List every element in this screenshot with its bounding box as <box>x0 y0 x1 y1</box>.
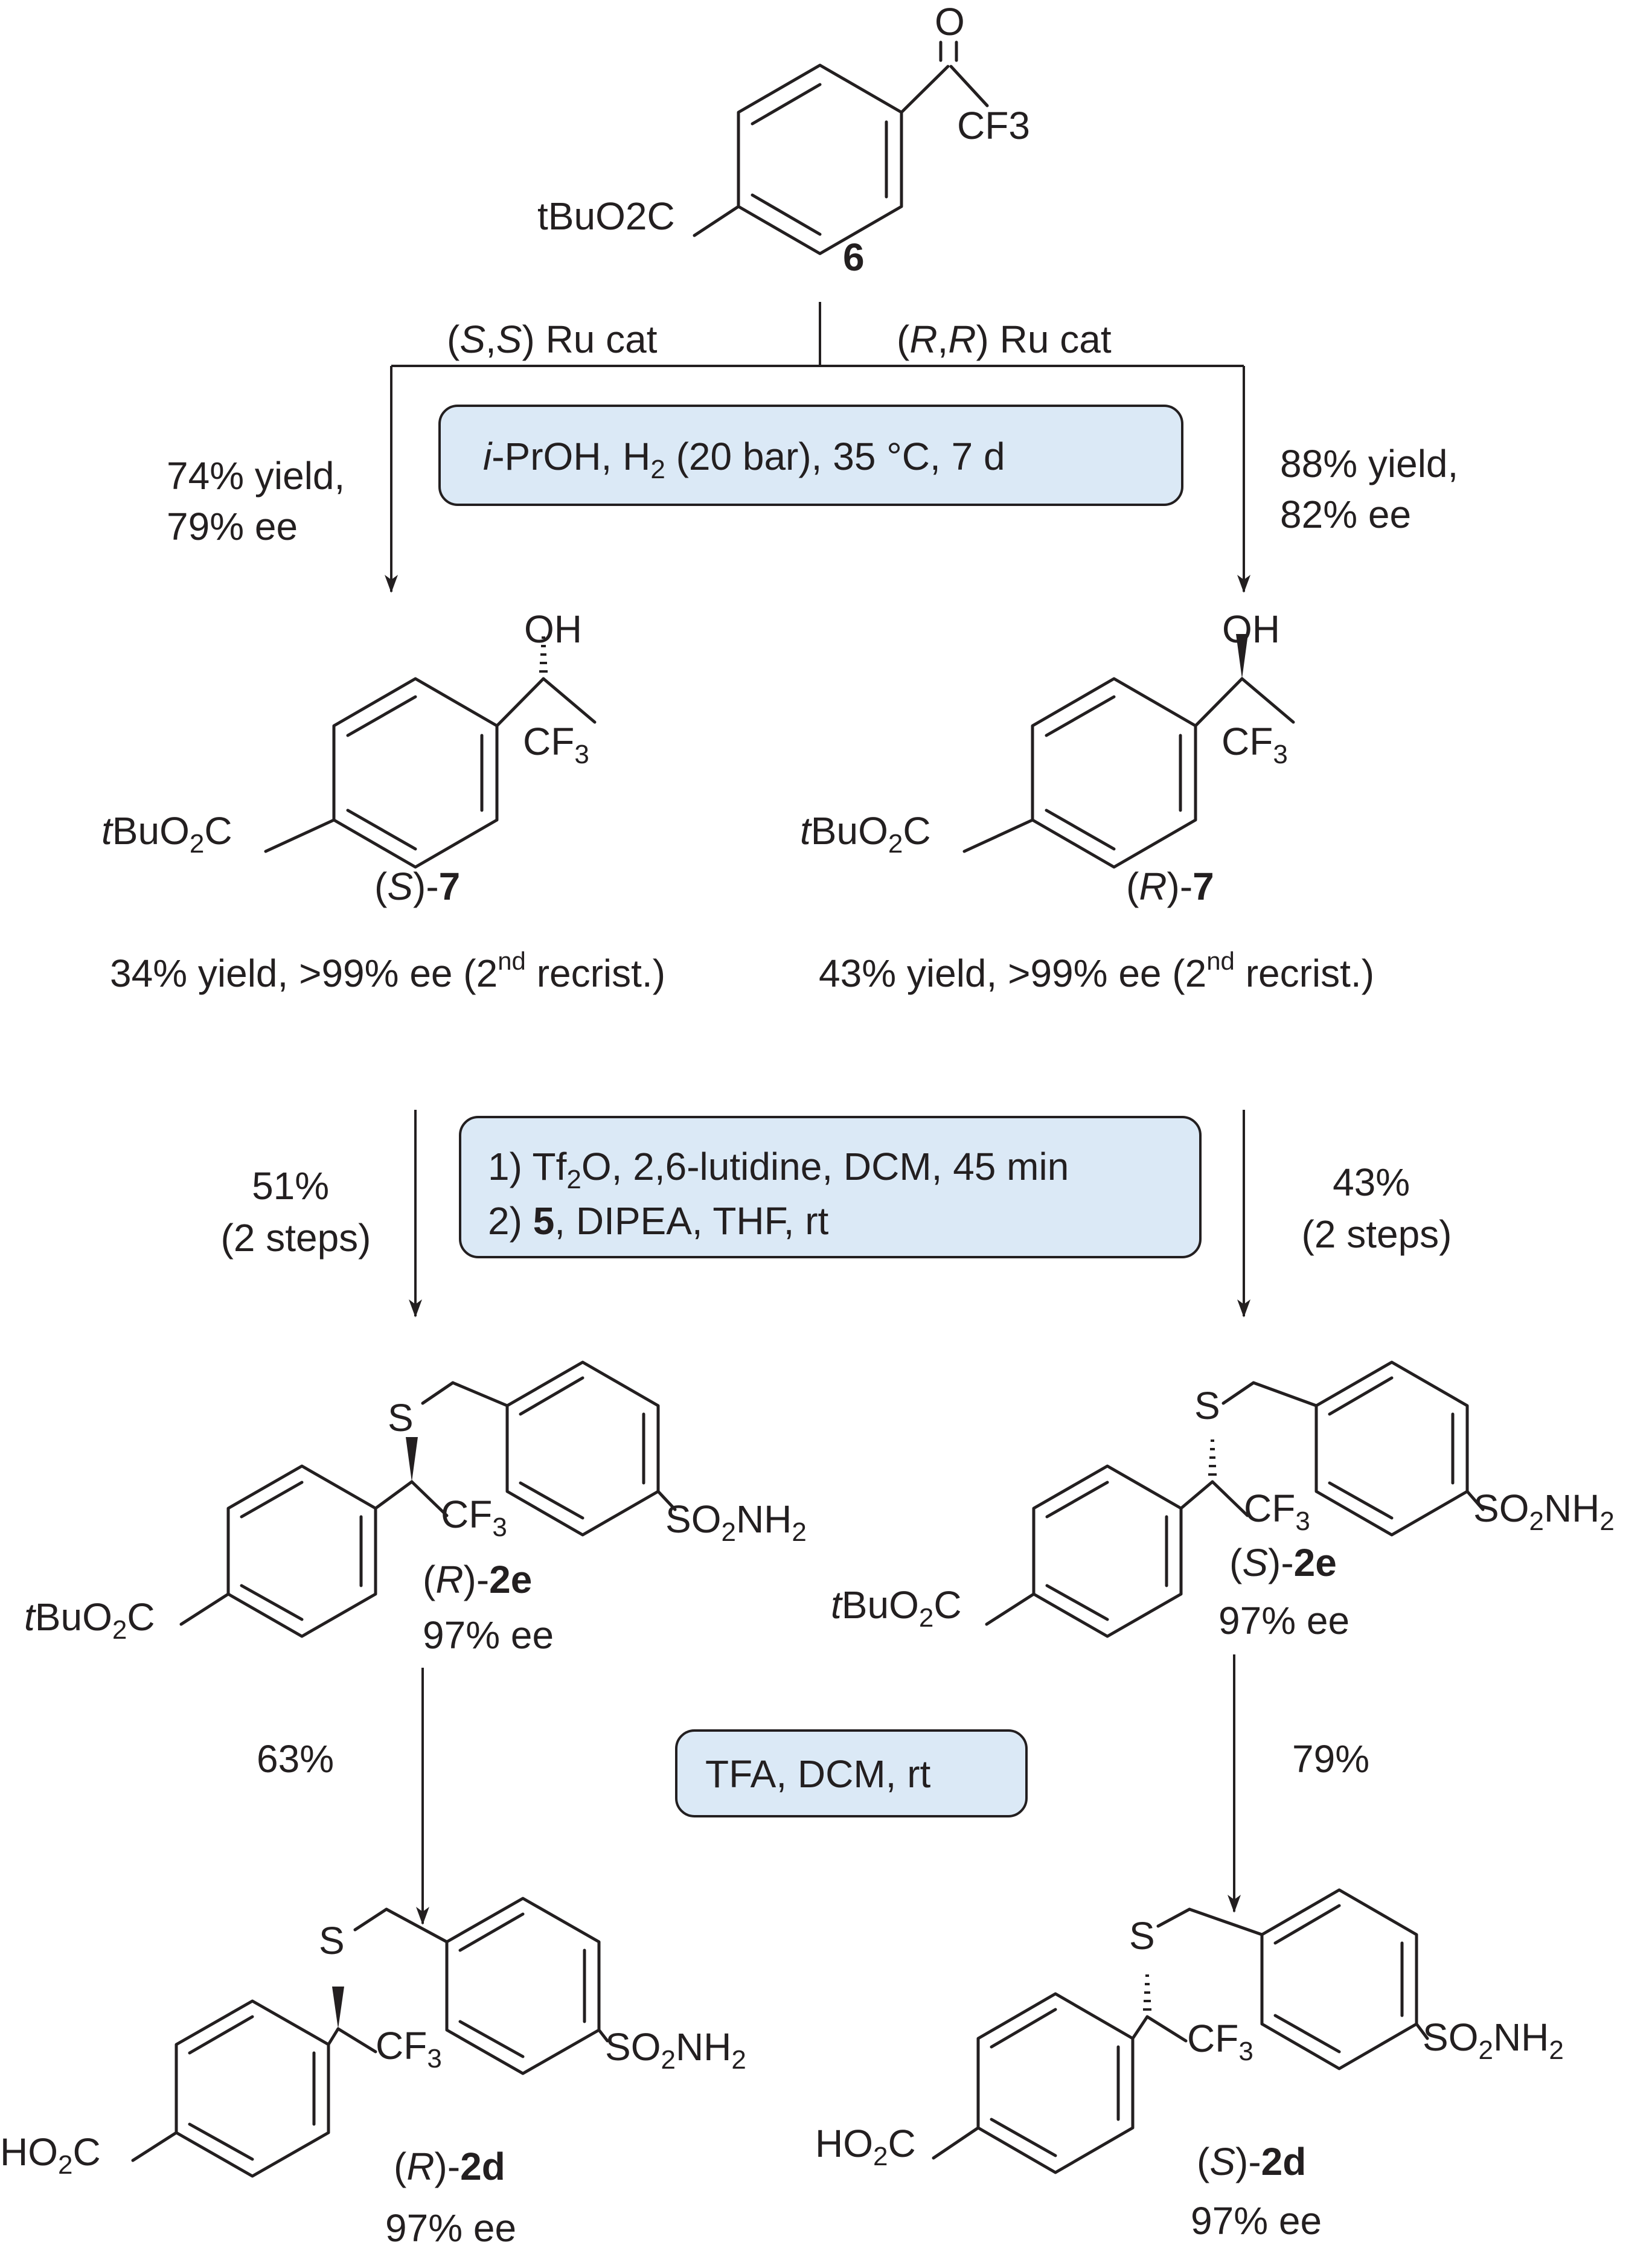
step2-left-yield: 51% (2 steps) <box>221 1164 371 1260</box>
cf3-label: CF3 <box>376 2024 442 2073</box>
cf3-label: CF3 <box>957 104 1030 147</box>
compound-s-2e: S CF3 SO2NH2 tBuO2C (S)-2e 97% ee <box>831 1360 1615 1642</box>
compound-s-2d: S CF3 SO2NH2 HO2C (S)-2d 97% ee <box>815 1888 1564 2243</box>
step2-arrows <box>409 1110 1250 1318</box>
ester-label: tBuO2C <box>537 194 675 238</box>
ester-label: tBuO2C <box>831 1583 962 1633</box>
ee-label: 97% ee <box>423 1613 554 1657</box>
solid-wedge <box>332 1987 344 2029</box>
oh-label: OH <box>524 607 582 651</box>
hashed-wedge <box>1143 1974 1151 2011</box>
step3-conditions-box: TFA, DCM, rt <box>675 1729 1028 1817</box>
sulfur-label: S <box>1129 1914 1155 1958</box>
step3-conditions-text: TFA, DCM, rt <box>705 1752 931 1796</box>
step1-conditions-text: i-PrOH, H2 (20 bar), 35 °C, 7 d <box>483 435 1005 484</box>
solid-wedge <box>1236 634 1248 679</box>
hashed-wedge <box>1208 1439 1217 1476</box>
cf3-label: CF3 <box>1221 720 1288 769</box>
carbonyl-oxygen: O <box>935 0 965 43</box>
compound-label-s-2e: (S)-2e <box>1229 1541 1337 1584</box>
step2-right-yield: 43% (2 steps) <box>1302 1161 1452 1256</box>
step1-left-yield: 74% yield, 79% ee <box>167 454 356 548</box>
ee-label: 97% ee <box>1218 1599 1349 1642</box>
compound-number-6: 6 <box>843 235 865 279</box>
ee-label: 97% ee <box>1191 2199 1322 2243</box>
step3-arrows <box>416 1654 1241 1925</box>
cf3-label: CF3 <box>523 720 589 769</box>
step3-left-yield: 63% <box>257 1737 334 1781</box>
sulfonamide-label: SO2NH2 <box>1473 1487 1615 1536</box>
cf3-label: CF3 <box>1187 2017 1253 2066</box>
acid-label: HO2C <box>0 2130 101 2180</box>
catalyst-left-label: (S,S) Ru cat <box>447 318 658 361</box>
cf3-label: CF3 <box>1244 1487 1310 1536</box>
step2-conditions-line2: 2) 5, DIPEA, THF, rt <box>488 1199 829 1243</box>
step1-arrows <box>385 302 1250 593</box>
sulfur-label: S <box>1194 1384 1220 1427</box>
solid-wedge <box>406 1437 418 1482</box>
sulfonamide-label: SO2NH2 <box>665 1497 807 1547</box>
compound-label-s-2d: (S)-2d <box>1197 2140 1306 2183</box>
sulfur-label: S <box>319 1919 345 1962</box>
compound-label-r-2d: (R)-2d <box>394 2145 505 2188</box>
compound-6: O CF3 tBuO2C 6 <box>537 0 1030 279</box>
compound-r-2d: S CF3 SO2NH2 HO2C (R)-2d 97% ee <box>0 1897 746 2250</box>
compound-s-7: OH CF3 tBuO2C (S)-7 <box>101 607 597 908</box>
step2-conditions-line1: 1) Tf2O, 2,6-lutidine, DCM, 45 min <box>488 1145 1069 1194</box>
catalyst-right-label: (R,R) Ru cat <box>897 318 1112 361</box>
step2-conditions-box: 1) Tf2O, 2,6-lutidine, DCM, 45 min 2) 5,… <box>459 1116 1202 1258</box>
step3-right-yield: 79% <box>1292 1737 1369 1781</box>
compound-label-s-7: (S)-7 <box>374 865 460 908</box>
recryst-left: 34% yield, >99% ee (2nd recrist.) <box>110 947 665 995</box>
acid-label: HO2C <box>815 2122 916 2171</box>
ester-label: tBuO2C <box>800 809 931 859</box>
ester-label: tBuO2C <box>101 809 232 859</box>
sulfur-label: S <box>388 1396 414 1439</box>
step1-right-yield: 88% yield, 82% ee <box>1280 442 1469 536</box>
hashed-wedge <box>539 636 548 673</box>
compound-label-r-7: (R)-7 <box>1126 865 1214 908</box>
sulfonamide-label: SO2NH2 <box>605 2025 746 2075</box>
ester-label: tBuO2C <box>24 1595 155 1645</box>
compound-label-r-2e: (R)-2e <box>423 1558 532 1601</box>
step1-conditions-box: i-PrOH, H2 (20 bar), 35 °C, 7 d <box>438 405 1183 506</box>
compound-r-2e: S CF3 SO2NH2 tBuO2C (R)-2e 97% ee <box>24 1360 807 1657</box>
recryst-right: 43% yield, >99% ee (2nd recrist.) <box>819 947 1374 995</box>
sulfonamide-label: SO2NH2 <box>1423 2016 1564 2065</box>
oh-label: OH <box>1222 607 1280 651</box>
ee-label: 97% ee <box>385 2206 516 2250</box>
compound-r-7: OH CF3 tBuO2C (R)-7 <box>800 607 1295 908</box>
cf3-label: CF3 <box>441 1493 507 1542</box>
